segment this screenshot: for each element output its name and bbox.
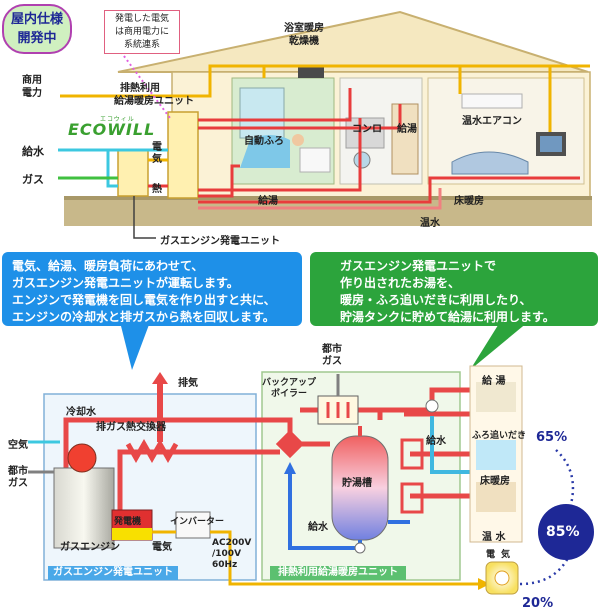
left-callout-line3: エンジンで発電機を回し電気を作り出すと共に、 (12, 293, 276, 307)
bath-dryer-label: 浴室暖房 乾燥機 (284, 23, 324, 47)
inverter (175, 511, 211, 539)
output-bath-icon (476, 440, 516, 470)
engine-box (117, 149, 149, 197)
power-line (60, 64, 590, 98)
left-callout: 電気、給湯、暖房負荷にあわせて、 ガスエンジン発電ユニットが運転します。 エンジ… (2, 252, 302, 326)
hot-water-ac-unit (461, 93, 523, 109)
backup-boiler-label: バックアップ ボイラー (262, 378, 317, 399)
hot-water-supply-label: 給湯 (258, 196, 278, 207)
note-line3: 系統連系 (123, 40, 160, 50)
badge-line2: 開発中 (17, 31, 57, 46)
total-efficiency: 85% (546, 524, 580, 540)
hot-water-label: 温水 (420, 218, 440, 229)
floor-heating-label: 床暖房 (454, 196, 484, 207)
exhaust-heat-exchanger-label: 排ガス熱交換器 (96, 422, 166, 433)
engine-unit-caption: ガスエンジン発電ユニット (48, 566, 178, 580)
electric-output-line (210, 530, 480, 586)
exhaust-heat-exchanger (125, 438, 179, 464)
gas-engine-body (53, 467, 115, 549)
water-supply-label: 給水 (22, 145, 44, 158)
water-supply-line (58, 148, 118, 188)
gas-engine-label: ガスエンジン (60, 542, 120, 553)
left-callout-line1: 電気、給湯、暖房負荷にあわせて、 (12, 259, 204, 273)
development-badge: 屋内仕様 開発中 (2, 4, 72, 54)
note-line1: 発電した電気 (114, 14, 169, 24)
combustion-chamber (67, 443, 97, 473)
output-hot-water2-label: 温 水 (482, 532, 506, 543)
exhaust-label: 排気 (178, 378, 198, 389)
gas-label: ガス (22, 173, 44, 186)
left-callout-line4: エンジンの冷却水と排ガスから熱を回収します。 (12, 310, 275, 324)
logo-ruby: エコウィル (100, 116, 135, 123)
output-floor-icon (476, 482, 516, 512)
badge-line1: 屋内仕様 (10, 12, 63, 27)
note-line2: は商用電力に (114, 27, 169, 37)
ecowill-logo: ECOWILL (68, 120, 156, 139)
left-callout-line2: ガスエンジン発電ユニットが運転します。 (12, 276, 239, 290)
city-gas-left-label: 都市 ガス (8, 466, 28, 489)
right-callout-line1: ガスエンジン発電ユニットで (340, 259, 497, 273)
electricity-label: 電気 (152, 542, 172, 553)
output-hot-water-icon (476, 382, 516, 412)
cooling-water-label: 冷却水 (66, 407, 96, 418)
hot-water-tap-label: 給湯 (397, 124, 417, 135)
heat-unit-name: 排熱利用 給湯暖房ユニット (114, 83, 194, 107)
grid-connection-note: 発電した電気 は商用電力に 系統連系 (104, 10, 180, 54)
top-electric-label: 電 気 (152, 142, 162, 165)
right-callout-line4: 貯湯タンクに貯めて給湯に利用します。 (340, 310, 555, 324)
power-efficiency: 20% (522, 596, 554, 611)
generator-label: 発電機 (114, 517, 142, 527)
heat-unit-box (167, 111, 199, 199)
right-callout-line2: 作り出されたお湯を、 (340, 276, 461, 290)
output-reheating-label: ふろ追いだき (472, 431, 527, 441)
commercial-power-label: 商用 電力 (22, 75, 42, 99)
house-roof (117, 10, 589, 73)
output-electric-label: 電気 (486, 550, 517, 560)
stove-label: コンロ (352, 124, 382, 135)
house-diagram (58, 10, 592, 239)
bath-dryer (298, 66, 324, 78)
storage-tank-label: 貯湯槽 (342, 478, 372, 489)
city-gas-top-label: 都市 ガス (322, 344, 342, 367)
right-water-supply-label: 給水 (426, 436, 446, 447)
right-callout-tail (470, 322, 528, 370)
tank-water-supply-label: 給水 (308, 522, 328, 533)
top-gas-engine-unit-label: ガスエンジン発電ユニット (160, 236, 280, 247)
air-label: 空気 (8, 440, 28, 451)
top-heat-label: 熱 (152, 184, 162, 195)
output-hot-water-label: 給 湯 (482, 376, 506, 387)
hot-water-ac-label: 温水エアコン (462, 116, 522, 127)
right-callout-line3: 暖房・ふろ追いだきに利用したり、 (340, 293, 532, 307)
heat-unit-caption: 排熱利用給湯暖房ユニット (270, 566, 406, 580)
total-efficiency-circle (538, 504, 594, 560)
auto-bath-label: 自動ふろ (244, 136, 284, 147)
inverter-label: インバーター (170, 517, 225, 527)
right-callout: ガスエンジン発電ユニットで 作り出されたお湯を、 暖房・ふろ追いだきに利用したり… (310, 252, 598, 326)
heat-efficiency: 65% (536, 430, 568, 445)
system-diagram (28, 322, 594, 595)
output-floor-heating-label: 床暖房 (480, 476, 510, 487)
left-callout-tail (120, 322, 150, 370)
ac-spec-label: AC200V /100V 60Hz (212, 538, 252, 570)
